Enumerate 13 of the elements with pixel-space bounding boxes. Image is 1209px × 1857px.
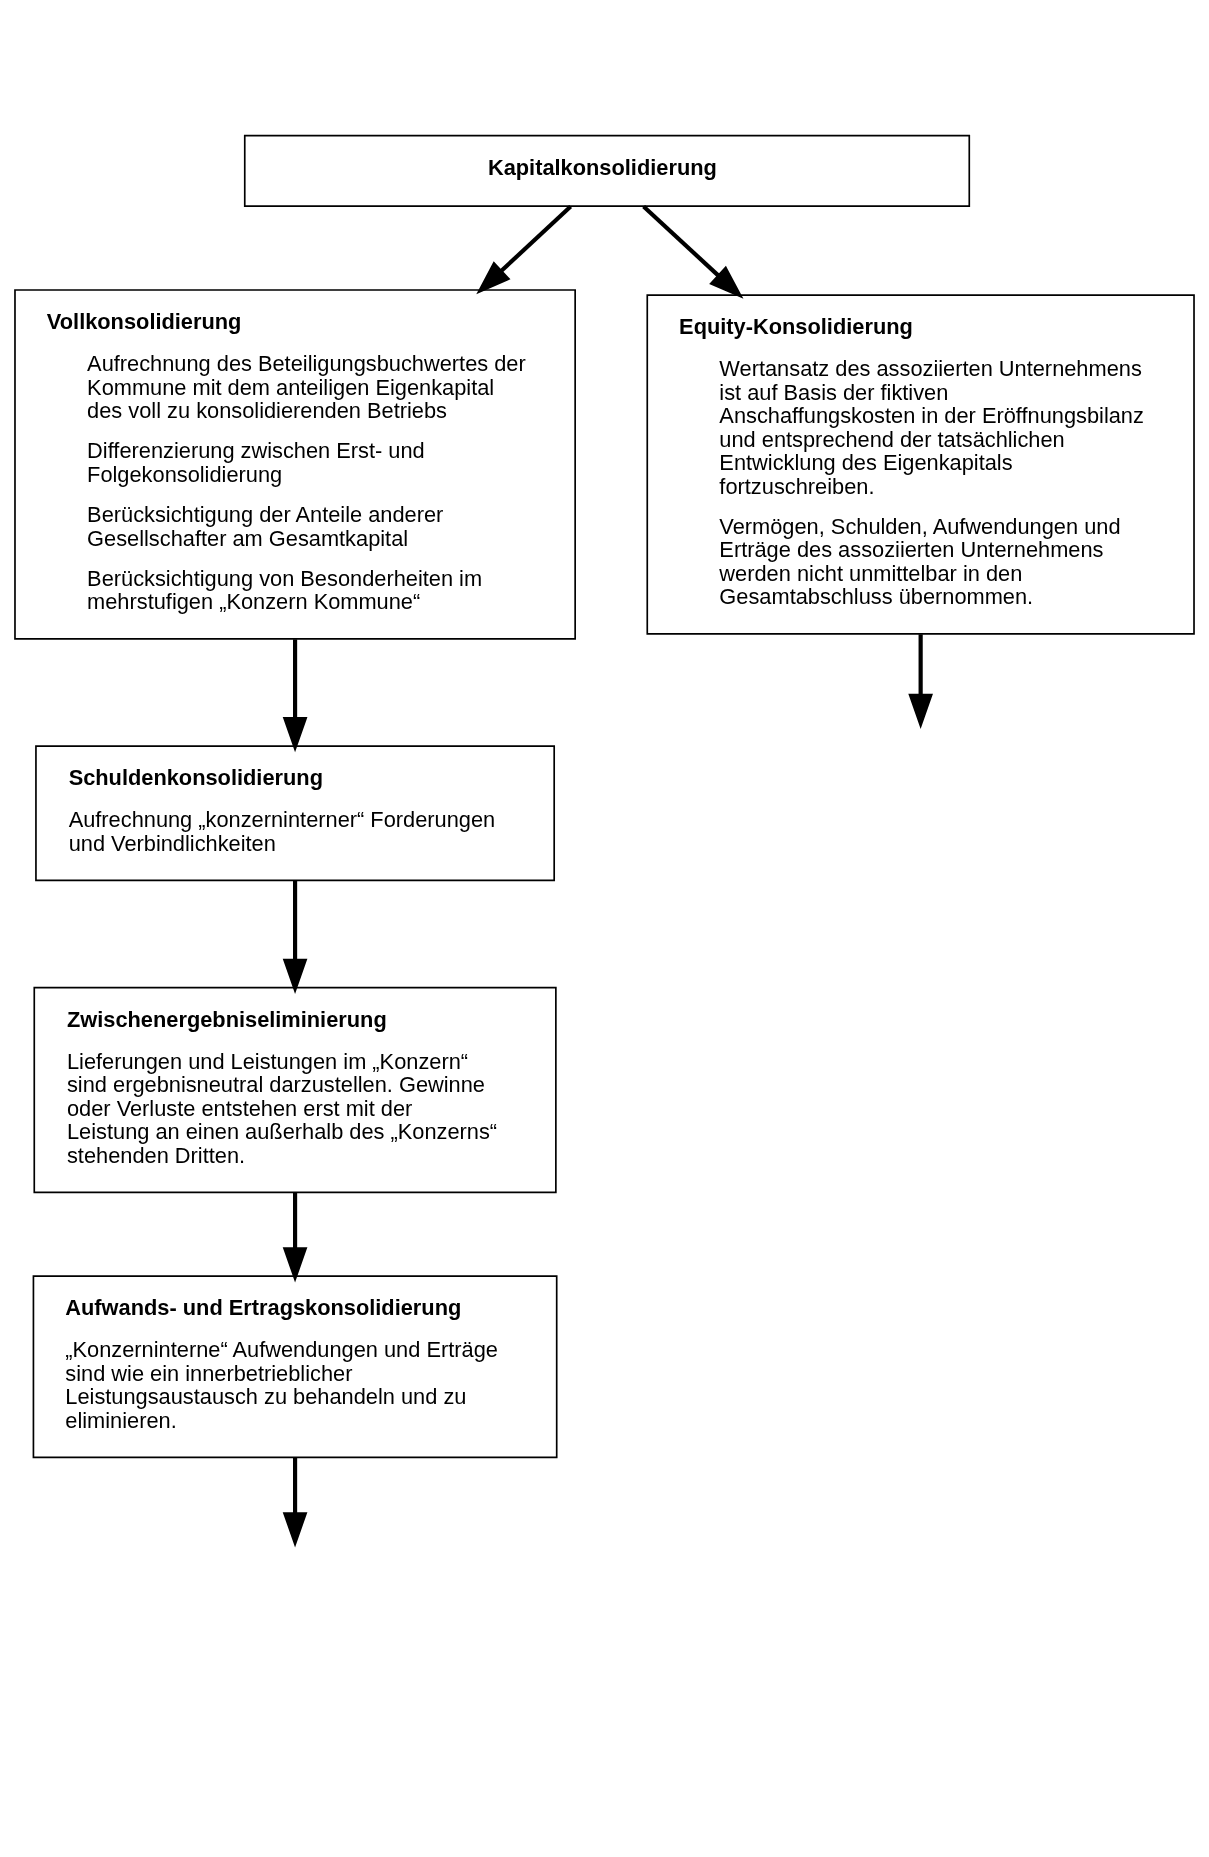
arrow — [282, 1457, 308, 1547]
arrow — [642, 204, 744, 299]
node-box: Aufwands- und Ertragskonsolidierung „Konzerninterne“ Aufwendungen und Erträge sind wie ein innerbetrieblicher Leistungsaustausch zu behandeln und zu eliminieren. — [32, 1274, 558, 1458]
arrow — [908, 633, 933, 729]
arrow — [282, 879, 308, 994]
arrow — [476, 204, 573, 294]
node-box: Vollkonsolidierung Aufrechnung des Beteiligungsbuchwertes der Kommune mit dem anteiligen Eigenkapital des voll zu konsolidierenden Betriebs Differenzierung zwischen Erst- und Folgekonsolidierung Berücksichtigung der Anteile anderer Gesellschafter am Gesamtkapital Berücksichtigung von Besonderheiten im mehrstufigen „Konzern Kommune“ — [14, 288, 576, 640]
node-box: Kapitalkonsolidierung — [243, 134, 971, 207]
node-box: Equity-Konsolidierung Wertansatz des assoziierten Unternehmens ist auf Basis der fiktiven Anschaffungskosten in der Eröffnungsbilanz und entsprechend der tatsächlichen Entwicklung des Eigenkapitals fortzuschreiben. Vermögen, Schulden, Aufwendungen und Erträge des assoziierten Unternehmens werden nicht unmittelbar in den Gesamtabschluss übernommen. — [646, 293, 1195, 635]
node-box: Schuldenkonsolidierung Aufrechnung „konzerninterner“ Forderungen und Verbindlichkeiten — [35, 744, 556, 881]
node-box: Zwischenergebniseliminierung Lieferungen und Leistungen im „Konzern“ sind ergebnisneutral darzustellen. Gewinne oder Verluste entstehen erst mit der Leistung an einen außerhalb des „Konzerns“ stehenden Dritten. — [33, 986, 557, 1193]
arrow — [282, 638, 308, 752]
arrow — [282, 1192, 308, 1282]
